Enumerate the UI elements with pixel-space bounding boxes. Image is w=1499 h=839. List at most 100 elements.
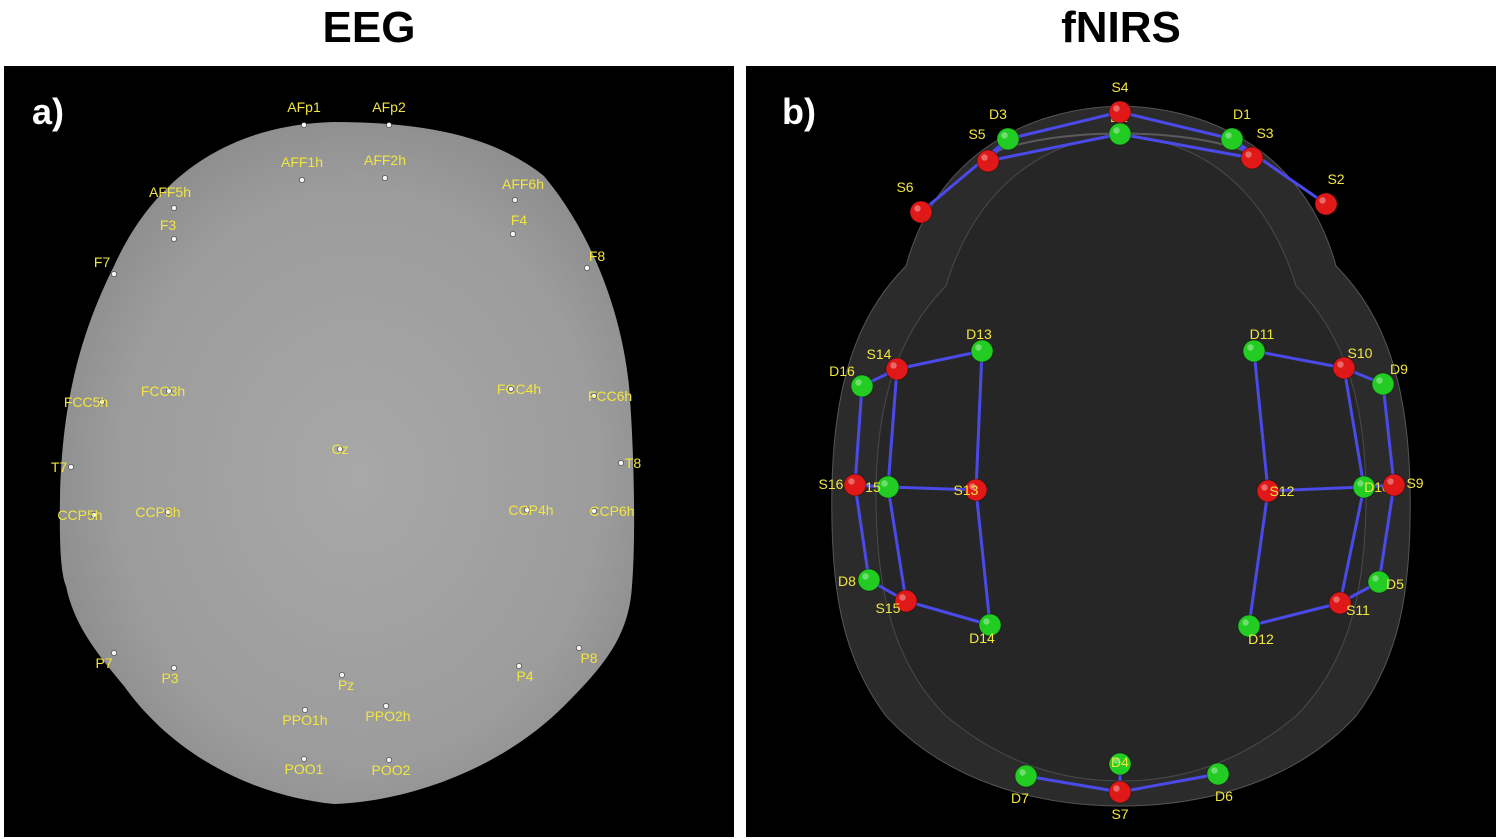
fnirs-source-label-s13: S13 — [954, 482, 979, 498]
eeg-electrode-label-p8: P8 — [580, 650, 597, 666]
fnirs-source-highlight-s14 — [890, 362, 897, 369]
fnirs-channel-s14-d13 — [895, 349, 984, 371]
eeg-electrode-label-t8: T8 — [625, 455, 642, 471]
fnirs-channel-s11-d12 — [1247, 601, 1342, 628]
fnirs-detector-d12 — [1237, 614, 1261, 638]
fnirs-source-highlight-s2 — [1319, 197, 1326, 204]
eeg-electrode-label-fcc6h: FCC6h — [588, 388, 632, 404]
eeg-electrode-ccp4h — [524, 507, 530, 513]
fnirs-channel-layer — [853, 110, 1396, 794]
fnirs-source-highlight-s12 — [1261, 484, 1268, 491]
eeg-electrode-label-ccp4h: CCP4h — [508, 502, 553, 518]
fnirs-channel-s12-d11 — [1252, 349, 1270, 493]
fnirs-source-highlight-s5 — [981, 154, 988, 161]
fnirs-source-s5 — [976, 149, 1000, 173]
fnirs-source-s7 — [1108, 780, 1132, 804]
fnirs-detector-label-d1: D1 — [1233, 106, 1251, 122]
eeg-electrode-f7 — [111, 271, 117, 277]
eeg-electrode-label-pz: Pz — [338, 677, 354, 693]
eeg-electrode-f8 — [584, 265, 590, 271]
eeg-electrode-label-aff5h: AFF5h — [149, 184, 191, 200]
eeg-electrode-label-aff6h: AFF6h — [502, 176, 544, 192]
eeg-electrode-p3 — [171, 665, 177, 671]
fnirs-detector-d11 — [1242, 339, 1266, 363]
fnirs-source-s11 — [1328, 591, 1352, 615]
eeg-electrode-ppo2h — [383, 703, 389, 709]
eeg-electrode-label-f8: F8 — [589, 248, 606, 264]
fnirs-channel-s7-d7 — [1024, 774, 1122, 794]
fnirs-channel-s4-d1 — [1118, 110, 1234, 141]
eeg-electrode-ppo1h — [302, 707, 308, 713]
eeg-electrode-label-f4: F4 — [511, 212, 528, 228]
eeg-electrode-label-ccp3h: CCP3h — [135, 504, 180, 520]
fnirs-detector-highlight-d14 — [983, 618, 990, 625]
fnirs-channel-s15-d14 — [904, 599, 992, 627]
fnirs-source-highlight-s7 — [1113, 785, 1120, 792]
fnirs-channel-s5-d2 — [986, 132, 1122, 163]
eeg-electrode-label-fcc3h: FCC3h — [141, 383, 185, 399]
fnirs-channel-s7-d6 — [1118, 772, 1220, 794]
eeg-electrode-cz — [337, 446, 343, 452]
fnirs-channel-s12-d12 — [1247, 489, 1270, 628]
fnirs-detector-label-d5: D5 — [1386, 576, 1404, 592]
fnirs-optode-layer: D1D2D3D4D5D6D7D8D9D10D11D12D13D14D15D16S… — [819, 79, 1424, 822]
fnirs-channel-s4-d3 — [1006, 110, 1122, 141]
fnirs-channel-s16-d8 — [853, 483, 871, 582]
fnirs-detector-highlight-d11 — [1247, 344, 1254, 351]
fnirs-panel-title: fNIRS — [1061, 3, 1181, 52]
fnirs-source-label-s9: S9 — [1406, 475, 1423, 491]
fnirs-channel-s12-d10 — [1266, 485, 1366, 493]
fnirs-source-highlight-s6 — [914, 205, 921, 212]
eeg-electrode-ccp5h — [91, 512, 97, 518]
fnirs-detector-highlight-d10 — [1357, 480, 1364, 487]
fnirs-source-s9 — [1382, 473, 1406, 497]
fnirs-source-label-s14: S14 — [867, 346, 892, 362]
eeg-electrode-label-ccp5h: CCP5h — [57, 507, 102, 523]
fnirs-detector-highlight-d7 — [1019, 769, 1026, 776]
fnirs-detector-highlight-d13 — [975, 344, 982, 351]
eeg-electrode-label-fcc5h: FCC5h — [64, 394, 108, 410]
fnirs-montage-diagram: b) D1D2D3D4D5D6D7D8D9D10D11D12D13D14D15D… — [782, 79, 1424, 822]
fnirs-source-label-s10: S10 — [1348, 345, 1373, 361]
fnirs-detector-d7 — [1014, 764, 1038, 788]
fnirs-detector-d15 — [876, 475, 900, 499]
fnirs-detector-highlight-d15 — [881, 480, 888, 487]
fnirs-detector-d13 — [970, 339, 994, 363]
eeg-electrode-label-ppo1h: PPO1h — [282, 712, 327, 728]
fnirs-source-s14 — [885, 357, 909, 381]
fnirs-source-label-s16: S16 — [819, 476, 844, 492]
eeg-electrode-label-t7: T7 — [51, 459, 68, 475]
fnirs-channel-s13-d15 — [886, 485, 978, 492]
eeg-electrode-t8 — [618, 460, 624, 466]
eeg-electrode-label-poo1: POO1 — [285, 761, 324, 777]
fnirs-panel: b) D1D2D3D4D5D6D7D8D9D10D11D12D13D14D15D… — [746, 66, 1496, 837]
fnirs-channel-s13-d14 — [974, 488, 992, 627]
fnirs-detector-highlight-d12 — [1242, 619, 1249, 626]
eeg-electrode-afp2 — [386, 122, 392, 128]
fnirs-channel-s9-d5 — [1377, 483, 1396, 584]
fnirs-channel-s3-d2 — [1118, 132, 1254, 160]
eeg-electrode-label-poo2: POO2 — [372, 762, 411, 778]
fnirs-source-highlight-s4 — [1113, 105, 1120, 112]
fnirs-detector-label-d9: D9 — [1390, 361, 1408, 377]
eeg-electrode-f3 — [171, 236, 177, 242]
fnirs-channel-s15-d15 — [886, 485, 908, 603]
eeg-electrode-label-afp2: AFp2 — [372, 99, 406, 115]
fnirs-detector-highlight-d1 — [1225, 132, 1232, 139]
fnirs-channel-s13-d13 — [974, 349, 984, 492]
fnirs-detector-label-d11: D11 — [1250, 326, 1275, 342]
eeg-electrode-label-f7: F7 — [94, 254, 111, 270]
fnirs-detector-highlight-d8 — [862, 573, 869, 580]
fnirs-detector-highlight-d4 — [1113, 757, 1120, 764]
fnirs-channel-s11-d10 — [1338, 485, 1366, 605]
eeg-electrode-pz — [339, 672, 345, 678]
eeg-electrode-p8 — [576, 645, 582, 651]
fnirs-source-s4 — [1108, 100, 1132, 124]
eeg-electrode-label-p3: P3 — [161, 670, 178, 686]
eeg-panel-title: EEG — [322, 3, 416, 52]
eeg-electrode-label-cz: Cz — [331, 441, 348, 457]
fnirs-detector-d1 — [1220, 127, 1244, 151]
eeg-electrode-p7 — [111, 650, 117, 656]
fnirs-detector-d8 — [857, 568, 881, 592]
